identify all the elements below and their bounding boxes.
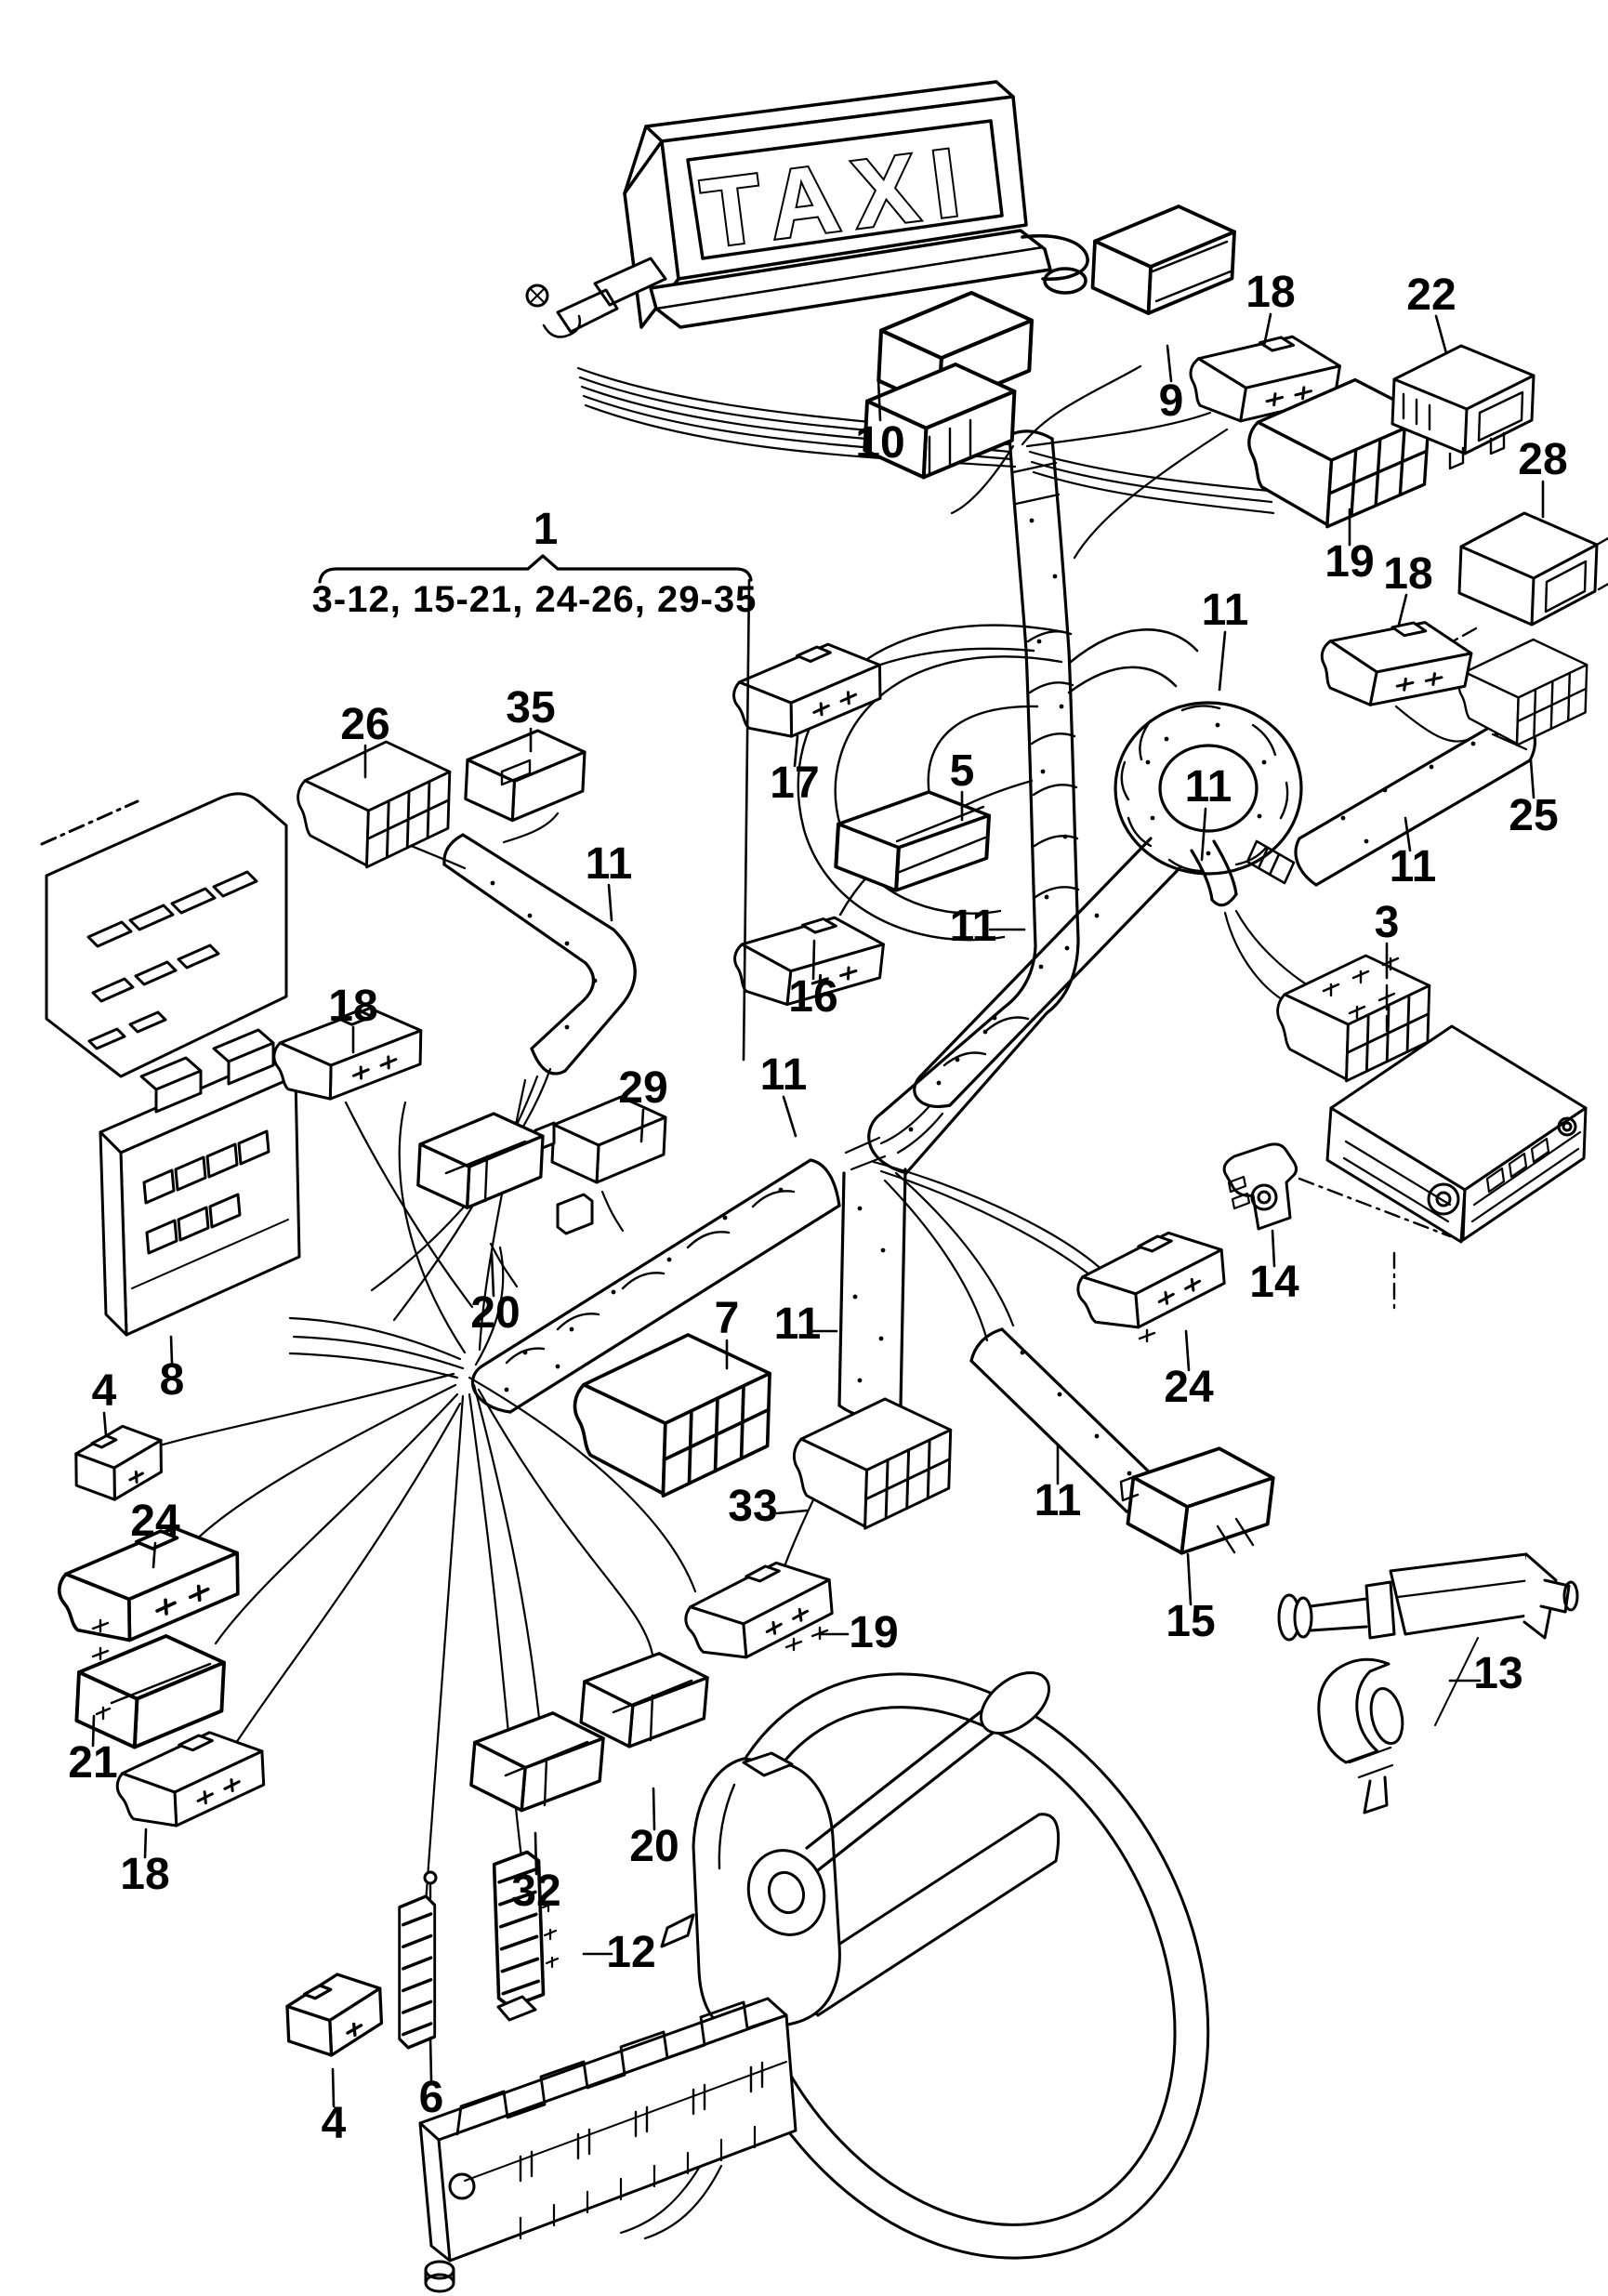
callout-7: 7 [715,1294,740,1343]
harness-tube-lower-left [470,1136,887,1414]
callout-22: 22 [1406,271,1456,320]
callout-18: 18 [1246,268,1295,317]
connector-21 [74,1634,226,1749]
assembly-number: 1 [534,505,559,554]
callout-11: 11 [760,1050,808,1100]
switch-13 [1277,1552,1579,1814]
callout-25: 25 [1509,791,1558,840]
callout-28: 28 [1518,435,1567,484]
connector-19-lower [678,1554,840,1667]
connector-22 [1391,344,1536,470]
connector-28 [1424,511,1608,690]
connector-10 [863,293,1032,480]
callout-21: 21 [68,1738,117,1788]
connector-15 [1119,1440,1277,1562]
callout-6: 6 [419,2073,444,2122]
callout-11: 11 [1035,1476,1082,1525]
harness-ring-loop [1067,628,1312,1008]
callout-11: 11 [1202,586,1249,635]
connector-20-lower [578,1649,710,1751]
connector-24-left [53,1522,244,1661]
relay-carrier [99,1028,301,1337]
connector-4-lower [281,1968,389,2062]
connector-26 [297,740,452,869]
connector-32 [468,1709,606,1815]
connector-20-upper [416,1112,545,1209]
connector-24-right [1070,1224,1232,1343]
radio-unit [1325,983,1588,1314]
callout-5: 5 [950,746,975,796]
callout-24: 24 [130,1497,180,1546]
connector-18-right [1314,607,1477,743]
connector-5 [836,792,989,891]
callout-12: 12 [606,1928,655,1977]
callout-9: 9 [1159,376,1184,426]
callout-20: 20 [470,1288,520,1338]
fanout-wires-top [950,364,1275,560]
callout-16: 16 [788,972,837,1022]
connector-6 [397,1870,438,2050]
connector-33 [792,1397,953,1530]
callout-11: 11 [1390,842,1437,891]
connector-12 [492,1850,560,2022]
connector-4-upper [71,1422,166,1504]
callout-26: 26 [340,700,389,749]
callout-11: 11 [1185,762,1232,812]
callout-4: 4 [92,1366,117,1416]
callout-13: 13 [1473,1649,1522,1698]
callout-15: 15 [1166,1597,1215,1646]
assembly-range: 3-12, 15-21, 24-26, 29-35 [312,579,758,620]
connector-18-left [270,1005,474,1309]
callout-leaders [91,312,1545,2108]
callout-10: 10 [855,418,904,468]
callout-18: 18 [328,982,377,1031]
callout-19: 19 [1325,537,1374,587]
harness-tube-vertical [837,1168,907,1419]
fuse-box [418,1997,797,2293]
callout-17: 17 [770,759,819,808]
callout-18: 18 [120,1850,169,1899]
callout-20: 20 [629,1822,679,1871]
callout-3: 3 [1375,898,1400,947]
connector-35 [464,729,587,823]
control-module-panel [40,792,288,1078]
connector-17 [729,639,886,742]
harness-tube-ring-drop [879,837,1182,1155]
sign-mount-bracket [525,257,667,338]
callout-14: 14 [1249,1258,1299,1307]
callout-29: 29 [618,1063,667,1113]
callout-4: 4 [322,2099,347,2148]
callout-18: 18 [1383,549,1432,599]
connector-25 [1457,638,1588,746]
callout-32: 32 [511,1867,560,1916]
tube-dots [490,518,1499,1476]
connector-9 [1090,205,1236,315]
callout-11: 11 [950,902,997,951]
callout-8: 8 [160,1355,185,1405]
callout-19: 19 [849,1608,898,1657]
wiring-clip [1222,1142,1452,1238]
callout-11: 11 [774,1300,822,1349]
callout-24: 24 [1164,1363,1214,1412]
callout-33: 33 [728,1482,777,1531]
callout-35: 35 [506,683,555,732]
callout-11: 11 [586,839,633,889]
connector-29 [534,1095,667,1235]
assembly-brace [318,554,753,1062]
